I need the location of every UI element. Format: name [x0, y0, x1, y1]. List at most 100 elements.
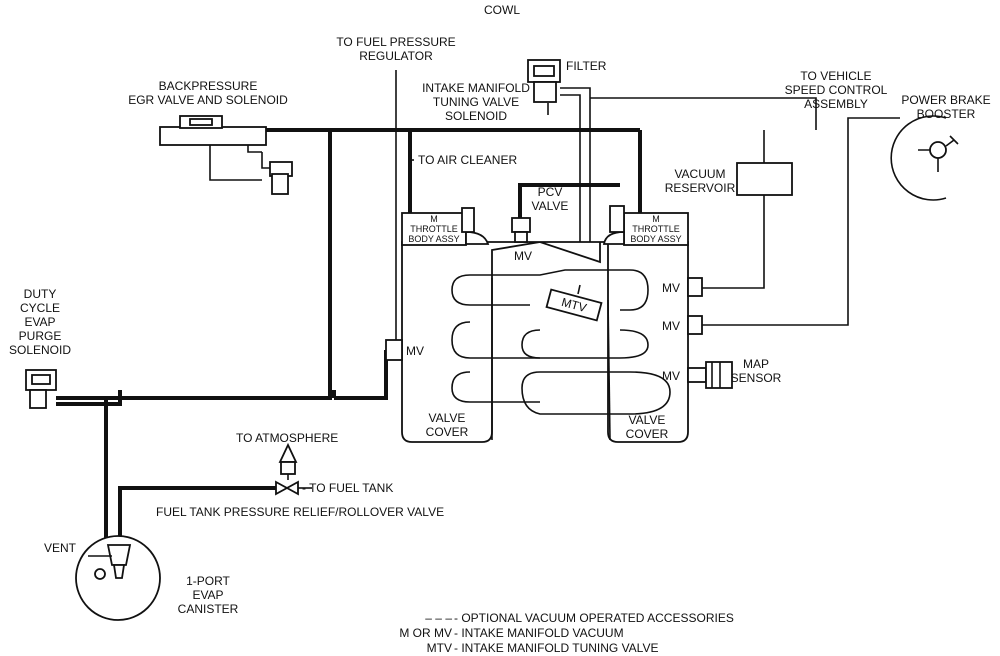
label-fuel-tank-relief: FUEL TANK PRESSURE RELIEF/ROLLOVER VALVE	[156, 505, 444, 519]
label-mv-left: MV	[406, 344, 424, 358]
label-backpressure-2: EGR VALVE AND SOLENOID	[128, 93, 288, 107]
map-sensor-box	[705, 361, 733, 389]
label-mv-right-1: MV	[662, 281, 680, 295]
label-mv-right-2: MV	[662, 319, 680, 333]
egr-valve-body	[159, 126, 267, 146]
label-map-2: SENSOR	[731, 371, 782, 385]
map-sensor	[705, 361, 733, 389]
hose-canister-tank	[118, 486, 276, 545]
hose-canister-purge	[56, 396, 108, 545]
label-canister-2: EVAP	[192, 588, 223, 602]
runner-7	[521, 371, 671, 415]
label-purge-1: DUTY	[24, 287, 57, 301]
vacuum-hoses	[56, 128, 642, 545]
legend-key-mtv: MTV	[427, 641, 452, 655]
label-cowl: COWL	[484, 3, 520, 17]
mv-port-right-3	[687, 367, 707, 383]
egr-valve-solenoid	[159, 115, 293, 195]
label-canister-1: 1-PORT	[186, 574, 230, 588]
runner-4	[521, 329, 541, 359]
label-reservoir-2: RESERVOIR	[665, 181, 736, 195]
filter-body	[533, 81, 557, 103]
mv-port-right-2	[687, 315, 703, 335]
hose-pcv	[518, 183, 620, 218]
label-tb-right-m: M	[652, 214, 660, 224]
labels: COWL TO FUEL PRESSURE REGULATOR FILTER B…	[9, 3, 991, 616]
booster-shell	[890, 115, 947, 201]
hose-purge-stub	[56, 390, 122, 406]
throttle-body-left-elbow	[465, 231, 490, 245]
label-fuel-regulator-1: TO FUEL PRESSURE	[336, 35, 455, 49]
mv-port-right-1	[687, 277, 703, 297]
label-valve-cover-right-2: COVER	[626, 427, 669, 441]
pcv-valve-top	[511, 217, 531, 233]
legend-key-manifold-vacuum: M OR MV	[399, 626, 452, 640]
power-brake-booster	[890, 115, 959, 201]
label-fuel-regulator-2: REGULATOR	[359, 49, 433, 63]
engine-block-outline	[401, 241, 689, 443]
throttle-body-right	[602, 205, 689, 246]
label-valve-cover-left-2: COVER	[426, 425, 469, 439]
runner-1	[451, 274, 530, 306]
label-to-atmosphere: TO ATMOSPHERE	[236, 431, 338, 445]
throttle-body-right-box	[623, 212, 689, 246]
atmosphere-cap	[278, 442, 298, 463]
label-mv-right-3: MV	[662, 369, 680, 383]
label-tb-left-throttle: THROTTLE	[410, 224, 458, 234]
mtv-lever	[577, 284, 581, 295]
vent-cap	[94, 568, 106, 580]
label-purge-2: CYCLE	[20, 301, 60, 315]
label-air-cleaner: TO AIR CLEANER	[418, 153, 517, 167]
mtv-valve	[545, 288, 603, 322]
evap-canister-port-stem	[112, 564, 126, 579]
line-egr-a	[209, 135, 262, 181]
atmosphere-filter	[280, 461, 296, 475]
label-valve-cover-right-1: VALVE	[629, 413, 666, 427]
booster-check-valve	[929, 141, 947, 159]
duty-cycle-evap-purge-solenoid	[25, 369, 57, 409]
purge-solenoid-connector	[31, 374, 51, 385]
label-pcv-1: PCV	[538, 185, 563, 199]
label-brake-booster-2: BOOSTER	[917, 107, 976, 121]
hose-mv-left	[334, 350, 388, 400]
legend-desc-mtv: - INTAKE MANIFOLD TUNING VALVE	[454, 641, 658, 655]
line-reservoir-mv	[690, 195, 765, 289]
label-filter: FILTER	[566, 59, 607, 73]
mv-ports	[385, 277, 707, 383]
line-filter-b	[560, 94, 581, 242]
label-tb-right-assy: BODY ASSY	[630, 234, 681, 244]
label-to-fuel-tank: - TO FUEL TANK	[302, 481, 393, 495]
label-tb-left-m: M	[430, 214, 438, 224]
runner-3	[451, 321, 620, 359]
rollover-valve	[275, 442, 299, 496]
legend: – – – - OPTIONAL VACUUM OPERATED ACCESSO…	[399, 611, 734, 655]
booster-fitting	[918, 135, 959, 172]
air-cleaner-port	[461, 207, 475, 233]
line-brake-booster	[690, 117, 900, 326]
thin-lines	[99, 70, 900, 580]
pcv-valve-base	[514, 231, 528, 243]
label-map-1: MAP	[743, 357, 769, 371]
label-valve-cover-left-1: VALVE	[429, 411, 466, 425]
legend-desc-optional: - OPTIONAL VACUUM OPERATED ACCESSORIES	[454, 611, 734, 625]
throttle-body-right-elbow	[602, 231, 625, 245]
label-speed-control-3: ASSEMBLY	[804, 97, 868, 111]
label-backpressure-1: BACKPRESSURE	[159, 79, 258, 93]
label-purge-4: PURGE	[19, 329, 62, 343]
engine-assembly	[401, 241, 689, 443]
egr-transducer-body	[271, 173, 289, 195]
rollover-valve-body	[275, 480, 299, 496]
evap-canister	[75, 535, 161, 621]
label-imt-3: SOLENOID	[445, 109, 507, 123]
vacuum-filter	[527, 59, 561, 103]
label-imt-1: INTAKE MANIFOLD	[422, 81, 530, 95]
purge-solenoid-body	[29, 389, 47, 409]
label-mv-pcv: MV	[514, 249, 532, 263]
filter-window	[533, 65, 555, 77]
label-speed-control-1: TO VEHICLE	[800, 69, 871, 83]
label-mtv: MTV	[560, 295, 588, 315]
hose-purge-egr	[56, 128, 332, 400]
mv-port-left	[385, 339, 403, 361]
line-filter-a	[560, 87, 591, 242]
label-purge-3: EVAP	[24, 315, 55, 329]
